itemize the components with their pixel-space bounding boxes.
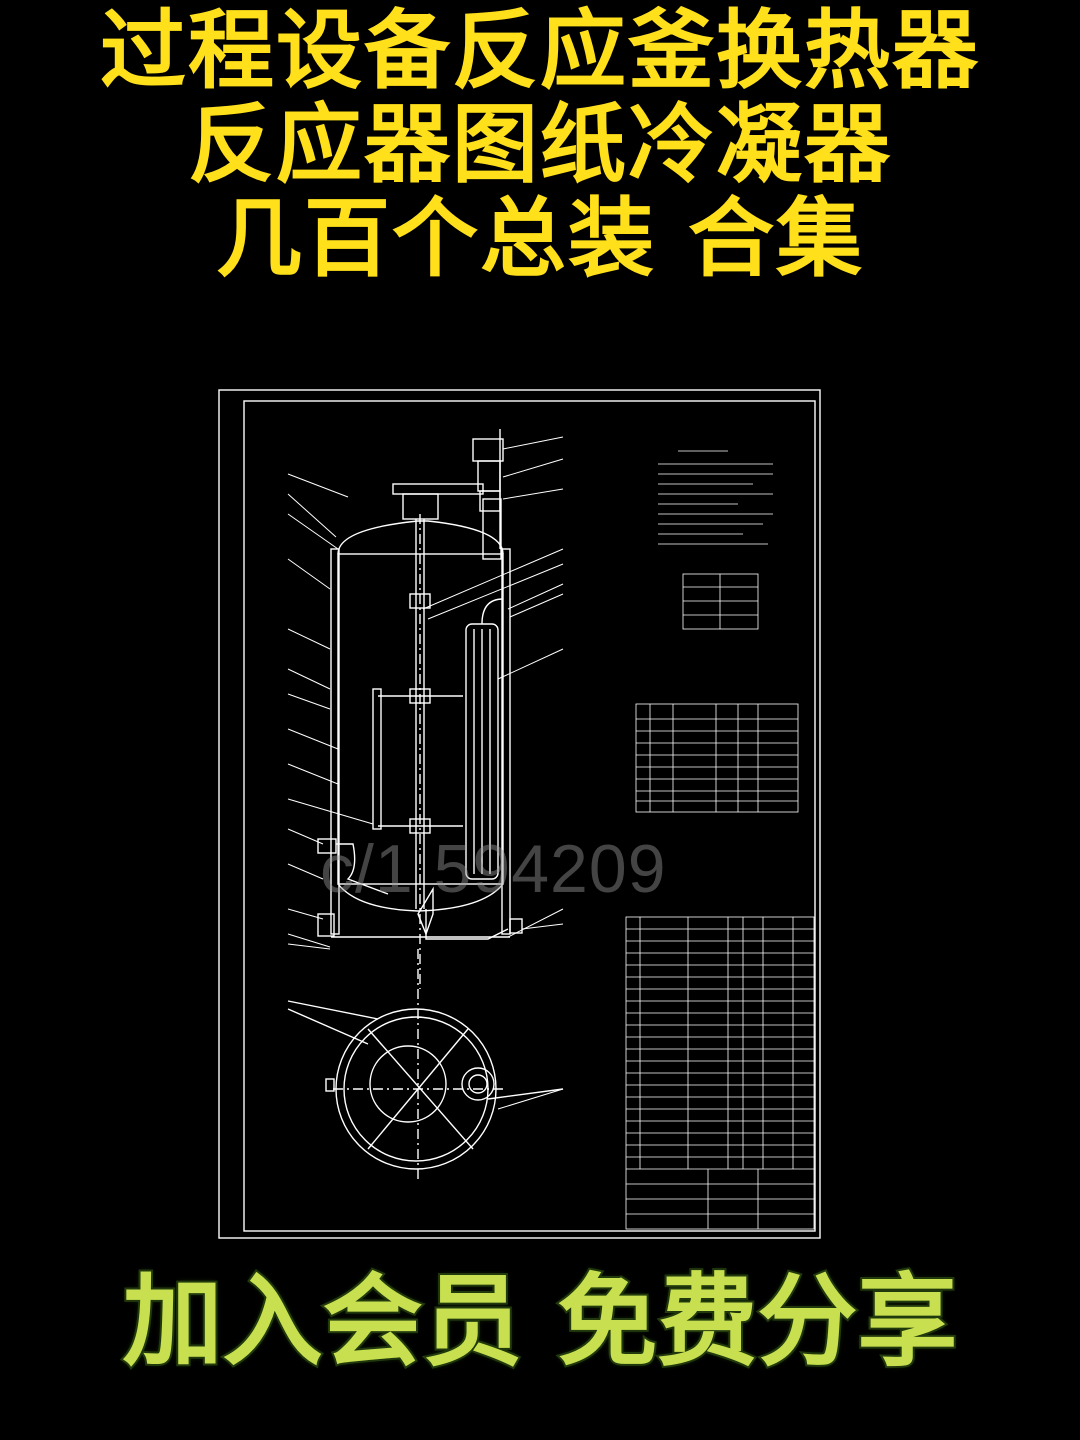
outer-sheet-border: [218, 389, 821, 1239]
watermark: c/1 594209: [320, 831, 667, 907]
motor-drive: [392, 429, 504, 560]
plan-view: [287, 949, 564, 1179]
headline-line-2: 反应器图纸冷凝器: [188, 95, 892, 195]
headline-line-3: 几百个总装 合集: [216, 189, 864, 289]
leader-lines-right: [422, 436, 564, 1110]
nozzle-table: [635, 703, 799, 813]
footer-cta: 加入会员 免费分享: [121, 1261, 960, 1382]
characteristic-table: [682, 573, 759, 630]
leader-lines-left: [287, 473, 374, 950]
technical-notes: [658, 450, 773, 545]
agitator-shaft: [372, 514, 463, 989]
headline: 过程设备反应釜换热器 反应器图纸冷凝器 几百个总装 合集: [0, 4, 1080, 286]
parts-list-table: [625, 916, 815, 1230]
inner-sheet-border: [243, 400, 816, 1232]
headline-line-1: 过程设备反应釜换热器: [100, 1, 980, 101]
reactor-cad-drawing: [218, 389, 821, 1239]
internal-coil: [465, 598, 504, 880]
bottom-piping: [317, 838, 523, 940]
